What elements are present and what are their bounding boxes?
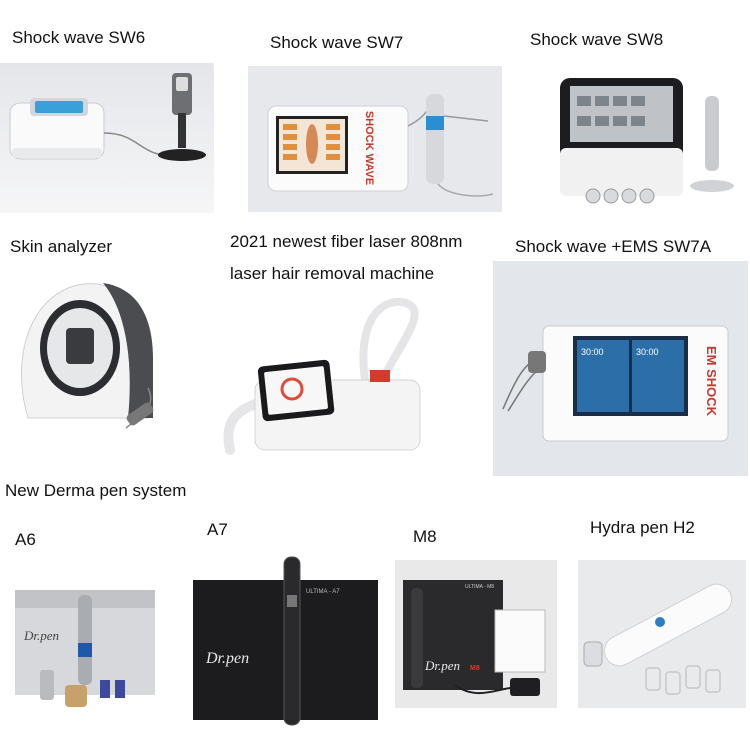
- label-skin-analyzer: Skin analyzer: [10, 237, 113, 256]
- laser-machine-photo: [210, 285, 475, 460]
- label-m8: M8: [413, 527, 437, 546]
- timer-right: 30:00: [636, 347, 659, 357]
- shock-wave-logo: SHOCK WAVE: [363, 111, 375, 185]
- m8-photo: Dr.pen M8 ULTIMA - M8: [395, 560, 557, 708]
- drpen-brand-a7: Dr.pen: [205, 650, 249, 667]
- label-derma-heading: New Derma pen system: [5, 481, 187, 500]
- label-a7: A7: [207, 520, 228, 539]
- label-laser-line1: 2021 newest fiber laser 808nm: [230, 232, 463, 251]
- label-sw7: Shock wave SW7: [270, 33, 404, 52]
- drpen-brand-m8: Dr.pen: [424, 658, 460, 673]
- label-a6: A6: [15, 530, 36, 549]
- sw6-photo: [0, 63, 214, 213]
- ultima-m8-text: ULTIMA - M8: [465, 584, 494, 590]
- drpen-brand-a6: Dr.pen: [23, 628, 59, 643]
- skin-analyzer-photo: [8, 268, 183, 443]
- em-shock-logo: EM SHOCK: [704, 346, 719, 417]
- a6-photo: Dr.pen: [10, 585, 160, 715]
- sw7a-photo: 30:00 30:00 EM SHOCK: [493, 261, 748, 476]
- label-sw6: Shock wave SW6: [12, 28, 146, 47]
- hydra-pen-photo: [578, 560, 746, 708]
- sw8-photo: [555, 68, 740, 210]
- ultima-a7-text: ULTIMA - A7: [306, 589, 340, 595]
- label-sw7a: Shock wave +EMS SW7A: [515, 237, 712, 256]
- a7-photo: Dr.pen ULTIMA - A7: [188, 555, 383, 727]
- label-hydra-pen-h2: Hydra pen H2: [590, 518, 695, 537]
- label-laser-line2: laser hair removal machine: [230, 264, 435, 283]
- m8-mark: M8: [470, 665, 480, 672]
- sw7-photo: SHOCK WAVE: [248, 66, 502, 212]
- timer-left: 30:00: [581, 347, 604, 357]
- label-sw8: Shock wave SW8: [530, 30, 664, 49]
